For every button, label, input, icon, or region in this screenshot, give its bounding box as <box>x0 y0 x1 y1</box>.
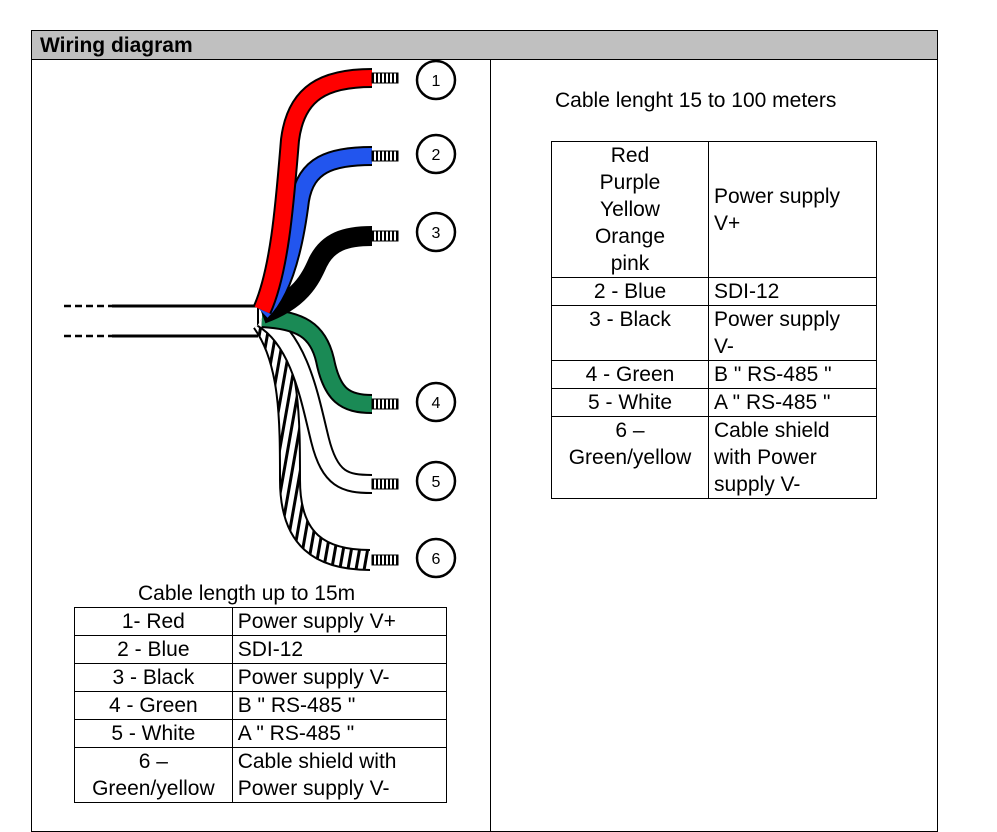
wire-number-5: 5 <box>432 474 441 491</box>
wire-color-cell: 4 - Green <box>74 691 233 720</box>
wire-color-cell: 1- Red <box>74 607 233 636</box>
wire-color-line: 6 – <box>138 750 168 773</box>
wire-function-cell: A " RS-485 " <box>231 719 448 748</box>
panel-header: Wiring diagram <box>32 31 937 60</box>
wire-function-line: Power supply <box>714 308 841 331</box>
wire-function-cell: B " RS-485 " <box>231 691 448 720</box>
wire-function-line: V+ <box>714 211 741 235</box>
long-cable-table: Red Purple Yellow Orange pink Power supp… <box>551 141 877 499</box>
wire-number-3: 3 <box>432 225 441 242</box>
wire-color-cell: Red Purple Yellow Orange pink <box>551 141 709 278</box>
wire-function-line: Power supply V- <box>237 777 390 800</box>
wire-color-cell: 2 - Blue <box>551 277 709 306</box>
wire-color-cell: 5 - White <box>74 719 233 748</box>
wire-color-cell: 2 - Blue <box>74 635 233 664</box>
wire-color-cell: 6 – Green/yellow <box>74 747 233 803</box>
wire-color-cell: 5 - White <box>551 388 709 417</box>
wire-number-1: 1 <box>432 73 441 90</box>
wire-color-cell: 3 - Black <box>74 663 233 692</box>
wire-color-line: Red <box>610 144 650 167</box>
wire-function-cell: Cable shield with Power supply V- <box>708 416 877 499</box>
table-row: 5 - White A " RS-485 " <box>74 719 448 748</box>
table-row: 1- Red Power supply V+ <box>74 607 448 636</box>
wire-number-markers: 1 2 3 4 5 6 <box>415 59 457 579</box>
wire-function-cell: Power supply V+ <box>708 141 877 278</box>
wire-color-line: Purple <box>599 171 661 194</box>
wire-color-cell: 4 - Green <box>551 360 709 389</box>
table-row: 4 - Green B " RS-485 " <box>74 691 448 720</box>
wire-function-line: with Power <box>714 446 817 469</box>
wire-function-cell: Power supply V- <box>231 663 448 692</box>
table-row: Red Purple Yellow Orange pink Power supp… <box>551 141 877 278</box>
wire-function-cell: A " RS-485 " <box>708 388 877 417</box>
wire-color-cell: 3 - Black <box>551 305 709 361</box>
wire-function-cell: SDI-12 <box>708 277 877 306</box>
long-cable-caption: Cable lenght 15 to 100 meters <box>555 89 837 112</box>
wire-number-4: 4 <box>432 395 441 412</box>
wire-function-line: supply V- <box>714 473 801 496</box>
wire-function-line: Power supply <box>714 184 841 208</box>
wire-function-line: Cable shield with <box>237 750 397 773</box>
wire-color-line: pink <box>610 252 650 275</box>
wire-function-cell: Power supply V+ <box>231 607 448 636</box>
table-row: 5 - White A " RS-485 " <box>551 388 877 417</box>
table-row: 6 – Green/yellow Cable shield with Power… <box>74 747 448 803</box>
wire-color-line: Yellow <box>600 198 660 221</box>
wire-function-line: V- <box>714 335 734 358</box>
wire-function-cell: Power supply V- <box>708 305 877 361</box>
wire-3-black <box>258 226 373 324</box>
table-row: 2 - Blue SDI-12 <box>551 277 877 306</box>
wire-function-line: Cable shield <box>714 419 830 442</box>
wire-color-line: 6 – <box>615 419 645 442</box>
wire-number-2: 2 <box>432 147 441 164</box>
wire-tips <box>371 72 399 566</box>
short-cable-table: 1- Red Power supply V+ 2 - Blue SDI-12 3… <box>74 607 448 803</box>
column-divider <box>490 60 491 832</box>
table-row: 3 - Black Power supply V- <box>551 305 877 361</box>
wire-color-line: Green/yellow <box>92 777 215 800</box>
cable-jacket <box>64 304 259 338</box>
wire-color-cell: 6 – Green/yellow <box>551 416 709 499</box>
wire-function-cell: Cable shield with Power supply V- <box>231 747 448 803</box>
short-cable-caption: Cable length up to 15m <box>138 582 356 605</box>
table-row: 6 – Green/yellow Cable shield with Power… <box>551 416 877 499</box>
table-row: 4 - Green B " RS-485 " <box>551 360 877 389</box>
wiring-panel: Wiring diagram <box>31 30 938 832</box>
panel-title: Wiring diagram <box>40 34 193 57</box>
wire-number-6: 6 <box>432 551 441 568</box>
table-row: 2 - Blue SDI-12 <box>74 635 448 664</box>
wire-color-line: Orange <box>594 225 666 248</box>
table-row: 3 - Black Power supply V- <box>74 663 448 692</box>
wire-function-cell: B " RS-485 " <box>708 360 877 389</box>
wire-color-line: Green/yellow <box>568 446 692 469</box>
wire-function-cell: SDI-12 <box>231 635 448 664</box>
